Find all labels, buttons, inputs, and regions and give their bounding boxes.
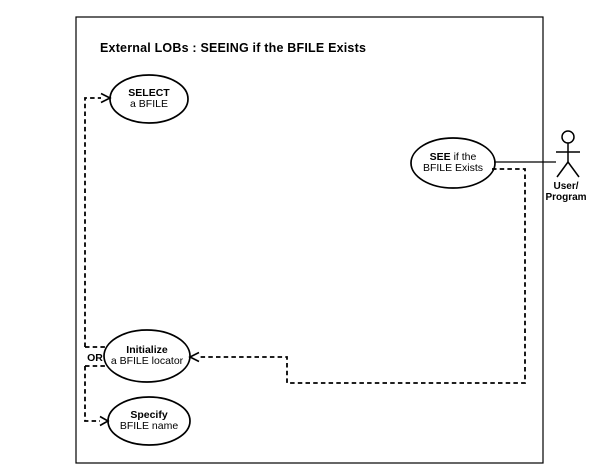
use-case-label-specify: Specify BFILE name	[120, 410, 178, 432]
use-case-ellipse-see	[410, 137, 496, 189]
use-case-initialize-line1: Initialize	[126, 344, 168, 356]
use-case-ellipse-initialize	[103, 329, 191, 383]
use-case-select-line2: a BFILE	[130, 98, 168, 110]
actor-label-line1: User/	[553, 181, 579, 192]
use-case-specify-line2: BFILE name	[119, 420, 179, 432]
actor-label: User/ Program	[545, 181, 586, 203]
use-case-label-see: SEE if the BFILE Exists	[423, 152, 483, 174]
dashed-connector-see-to-initialize	[199, 168, 526, 384]
use-case-see-line1: SEE if the	[429, 151, 477, 163]
dashed-connector-rail-to-specify	[84, 366, 100, 422]
use-case-initialize-line2: a BFILE locator	[110, 355, 184, 367]
or-label: OR	[87, 352, 103, 364]
actor-leg-right	[567, 161, 580, 178]
system-boundary-frame	[75, 16, 544, 464]
arrowhead-into-specify	[99, 415, 110, 427]
arrowhead-into-initialize	[188, 351, 200, 363]
use-case-label-select: SELECT a BFILE	[128, 88, 169, 110]
actor-head	[561, 130, 575, 144]
dashed-connector-rail-to-select	[84, 97, 101, 347]
actor-leg-left	[556, 161, 569, 178]
use-case-specify-line1: Specify	[130, 409, 168, 421]
use-case-see-line2: BFILE Exists	[422, 162, 484, 174]
use-case-select-line1: SELECT	[128, 87, 170, 99]
use-case-ellipse-select	[109, 74, 189, 124]
arrowhead-into-select	[100, 92, 112, 104]
actor-label-line2: Program	[545, 192, 587, 203]
actor-figure	[556, 130, 580, 178]
use-case-label-initialize: Initialize a BFILE locator	[111, 345, 183, 367]
diagram-title: External LOBs : SEEING if the BFILE Exis…	[100, 41, 367, 55]
